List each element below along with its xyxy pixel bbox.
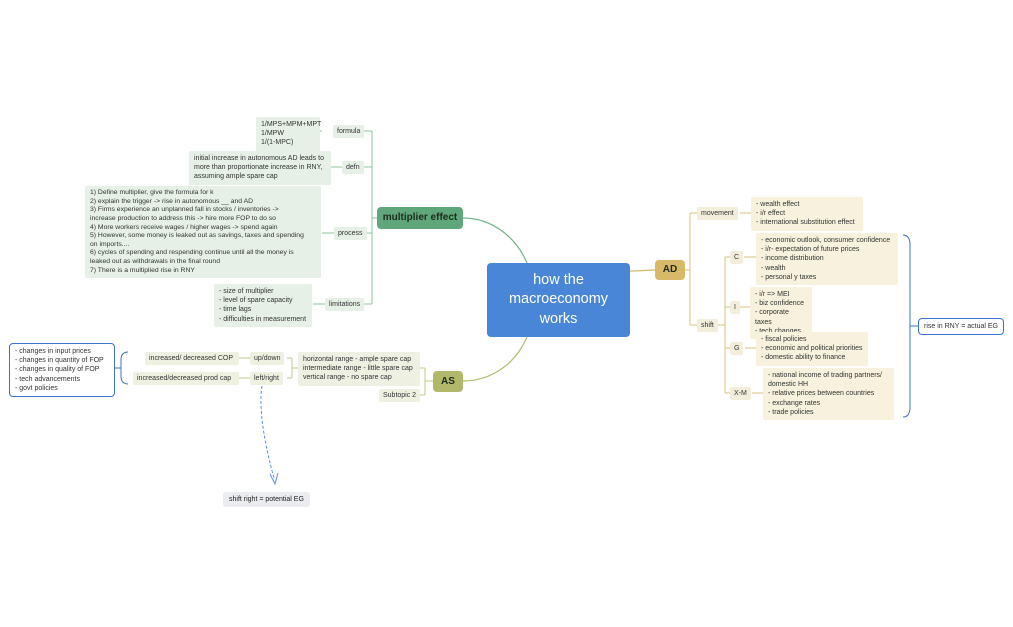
link-mult-spine (371, 131, 377, 304)
subtopic-process[interactable]: process (334, 227, 367, 241)
subtopic-left-right[interactable]: left/right (250, 372, 283, 386)
link-ad-spine (685, 213, 691, 325)
note-i[interactable]: - i/r => MEI - biz confidence - corporat… (750, 287, 812, 340)
link-ranges-spine (291, 358, 298, 378)
note-updown[interactable]: increased/ decreased COP (145, 352, 239, 366)
subtopic-i[interactable]: I (730, 301, 740, 315)
note-leftright[interactable]: increased/decreased prod cap (133, 372, 239, 386)
subtopic-g[interactable]: G (730, 342, 744, 356)
factors-box[interactable]: - changes in input prices - changes in q… (9, 343, 115, 398)
subtopic-defn[interactable]: defn (342, 161, 364, 175)
subtopic-xm[interactable]: X-M (730, 387, 751, 401)
subtopic-limitations[interactable]: limitations (325, 298, 365, 312)
link-as-spine (424, 368, 433, 395)
subtopic-formula[interactable]: formula (333, 125, 365, 139)
subtopic-c[interactable]: C (730, 251, 744, 265)
topic-as[interactable]: AS (433, 371, 463, 392)
link-shift-spine (717, 257, 726, 393)
note-limitations[interactable]: - size of multiplier - level of spare ca… (214, 284, 312, 327)
summary-actual-eg[interactable]: rise in RNY = actual EG (918, 318, 1004, 336)
topic-ad[interactable]: AD (655, 260, 685, 280)
note-defn[interactable]: initial increase in autonomous AD leads … (189, 151, 331, 185)
link-central-ad (629, 269, 656, 272)
link-central-multiplier (462, 217, 528, 264)
link-central-as (462, 336, 528, 382)
note-c[interactable]: - economic outlook, consumer confidence … (756, 233, 898, 286)
note-ranges[interactable]: horizontal range - ample spare cap inter… (298, 352, 420, 386)
topic-multiplier-effect[interactable]: multiplier effect (377, 207, 463, 229)
subtopic-up-down[interactable]: up/down (250, 352, 285, 366)
as-boundary-bracket (120, 351, 129, 385)
note-xm[interactable]: - national income of trading partners/ d… (763, 368, 894, 421)
central-topic[interactable]: how the macroeconomy works (487, 263, 630, 337)
note-shift-right[interactable]: shift right = potential EG (223, 492, 310, 508)
note-formula[interactable]: 1/MPS+MPM+MPT 1/MPW 1/(1-MPC) (256, 117, 321, 151)
subtopic-shift[interactable]: shift (697, 319, 718, 333)
dashed-arrowhead (269, 472, 279, 486)
ad-boundary-bracket (902, 234, 911, 418)
note-g[interactable]: - fiscal policies - economic and politic… (756, 332, 868, 366)
subtopic-2[interactable]: Subtopic 2 (379, 389, 421, 403)
note-process[interactable]: 1) Define multiplier, give the formula f… (85, 186, 321, 279)
note-movement[interactable]: - wealth effect - i/r effect - internati… (751, 197, 863, 231)
subtopic-movement[interactable]: movement (697, 207, 738, 221)
dashed-relationship-line (260, 385, 275, 479)
